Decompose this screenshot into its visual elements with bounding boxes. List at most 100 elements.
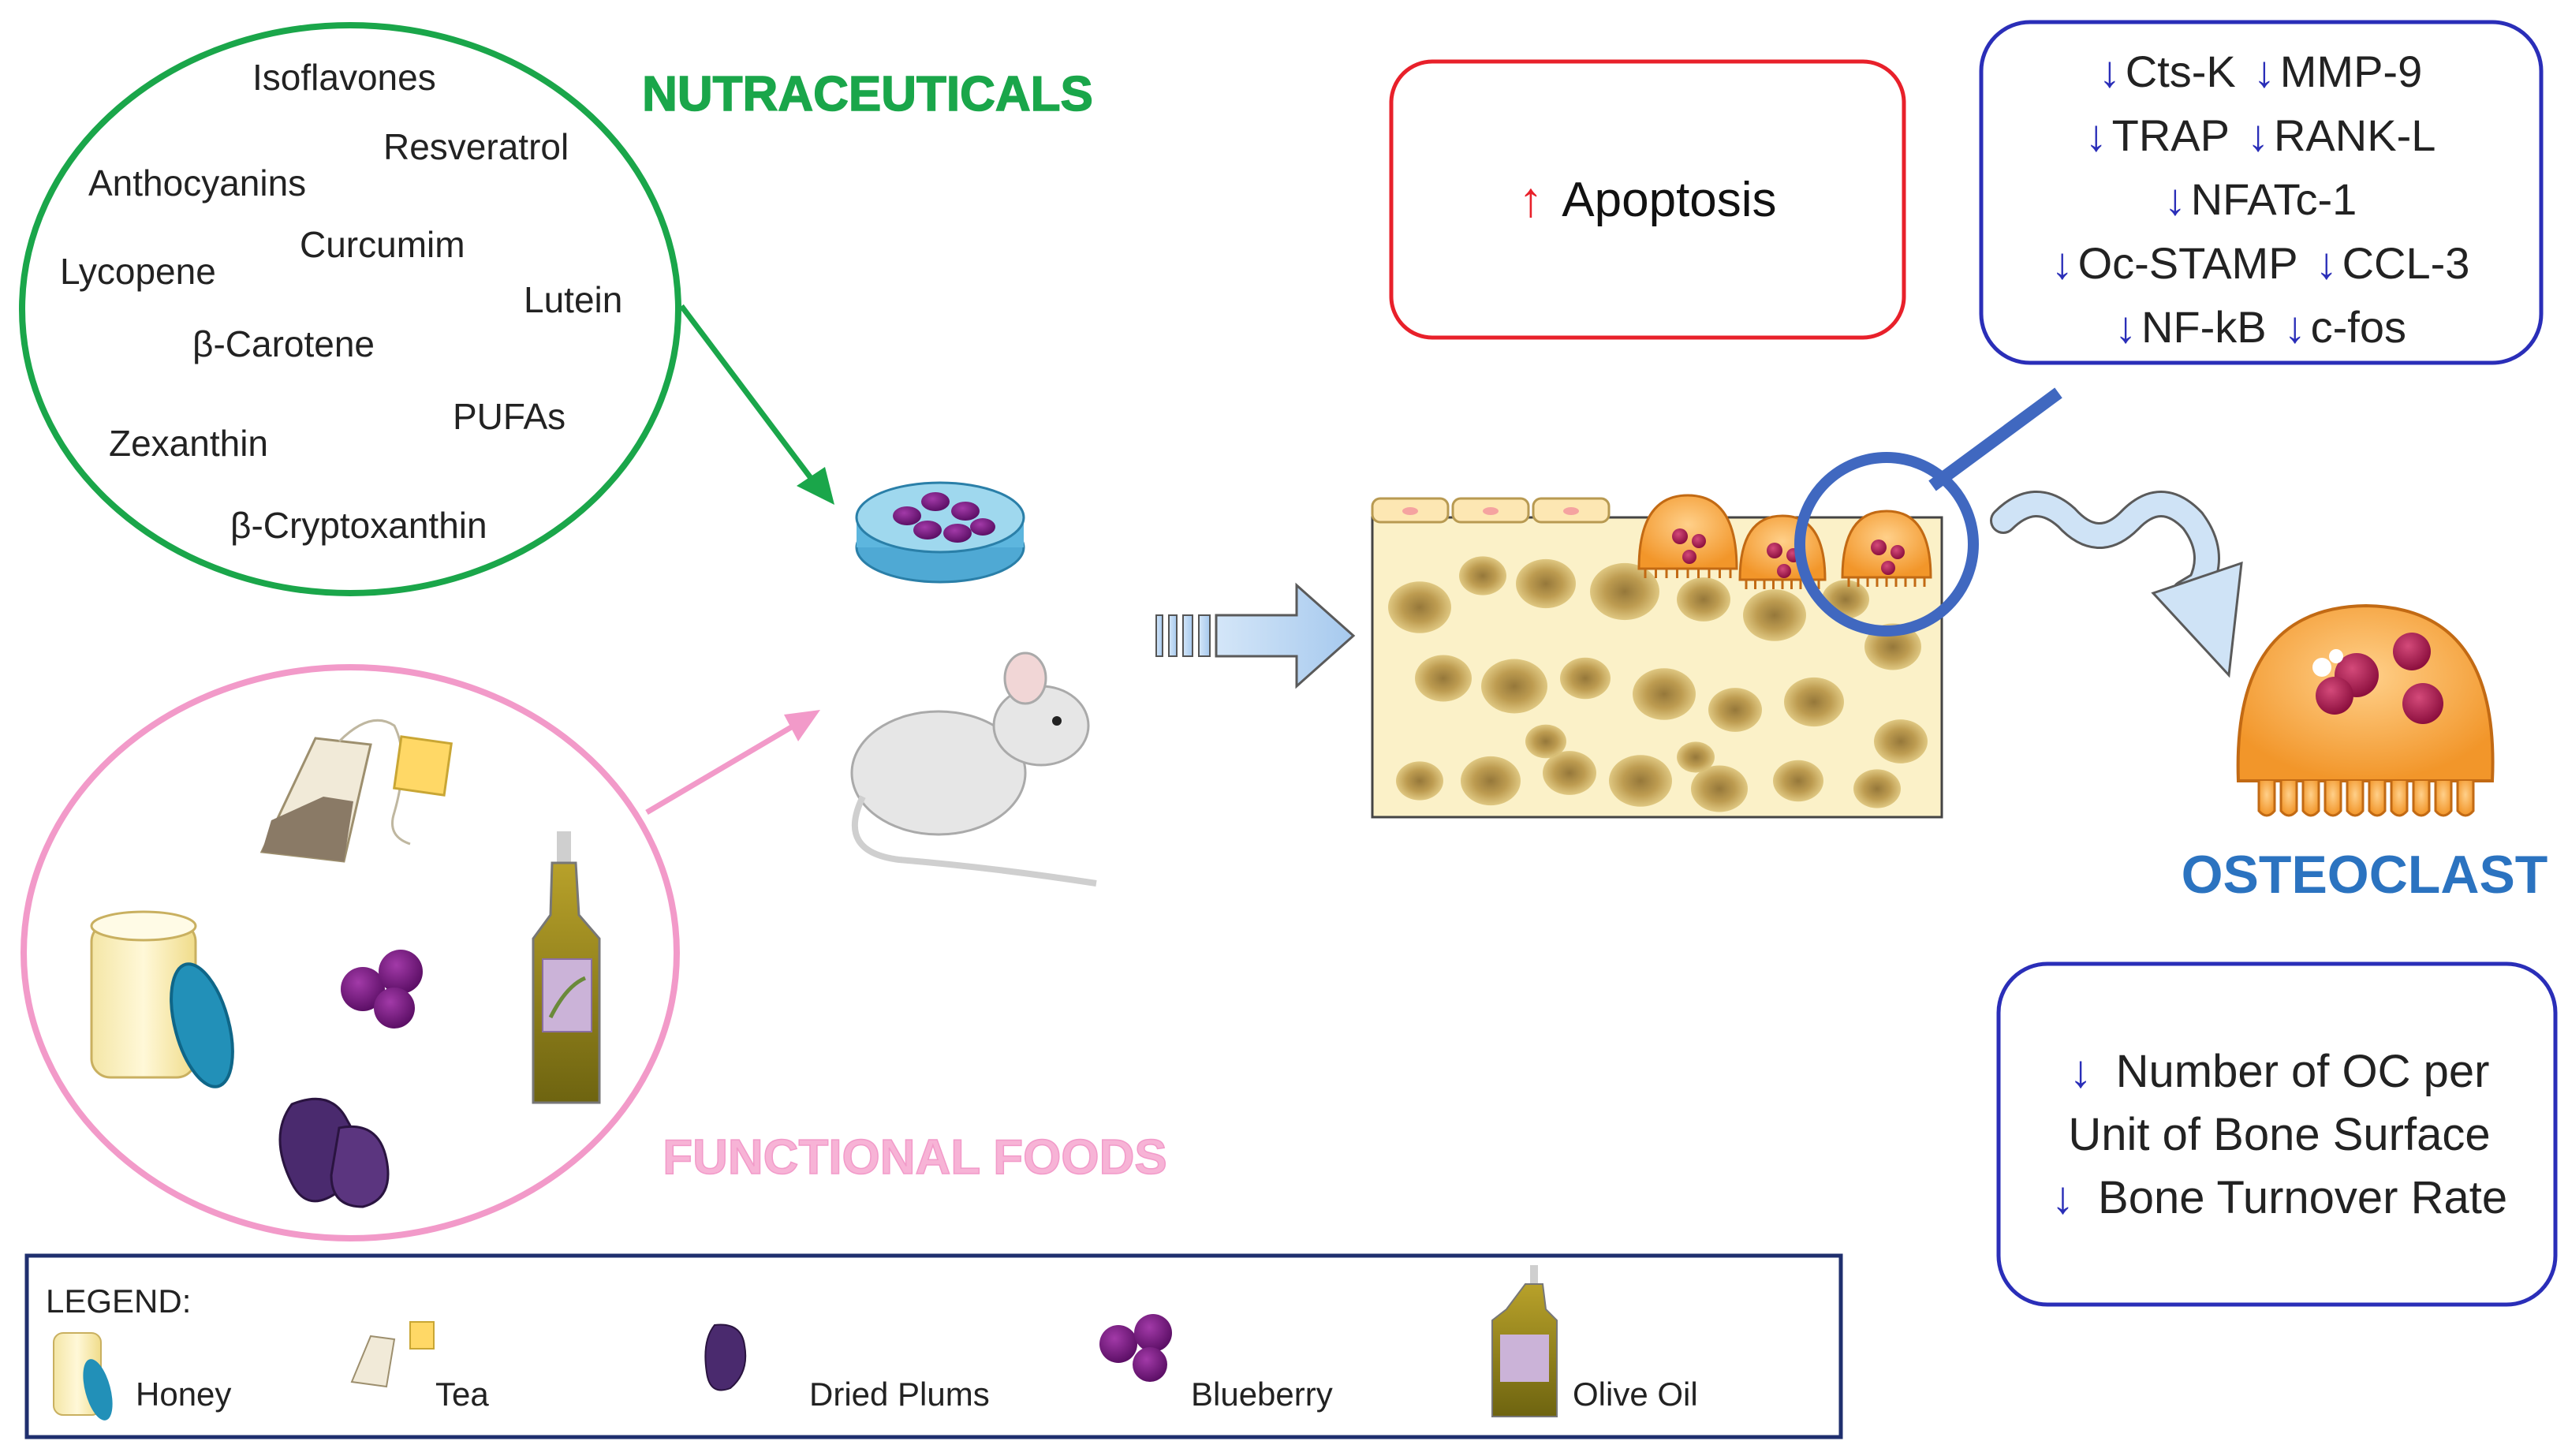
legend-honey-icon <box>53 1332 113 1421</box>
functional-foods-title: FUNCTIONAL FOODS <box>663 1130 1167 1185</box>
bone-lacuna <box>1560 657 1611 700</box>
nutraceutical-zexanthin: Zexanthin <box>109 423 268 464</box>
bone-lacuna <box>1853 769 1901 808</box>
nutraceutical-pufas: PUFAs <box>453 396 565 437</box>
osteoclast-villus <box>2412 781 2431 817</box>
bone-lacuna <box>1677 741 1715 773</box>
bone-lacuna <box>1543 751 1596 795</box>
marker-down-arrow: ↓ <box>2316 238 2338 288</box>
osteoclast-villus <box>2346 781 2365 817</box>
bone-lacuna <box>1525 724 1566 759</box>
nutraceuticals-arrowhead <box>797 467 834 505</box>
osteoclast-icon <box>2236 603 2495 817</box>
blueberry-icon <box>341 950 423 1029</box>
bone-lacuna <box>1609 755 1672 807</box>
outcome-line-1: Number of OC per <box>2116 1046 2490 1097</box>
osteoclast-villus <box>2434 781 2453 817</box>
marker-down-arrow: ↓ <box>2164 174 2186 224</box>
marker-down-arrow: ↓ <box>2099 47 2121 96</box>
nutraceutical-curcumim: Curcumim <box>300 224 465 265</box>
legend: LEGEND: Honey Tea Dried Plums Blueberry … <box>24 1253 1843 1439</box>
marker-row: ↓Cts-K↓MMP-9 <box>2099 47 2422 96</box>
functional-foods-arrowhead <box>784 710 820 741</box>
bone-lacuna <box>1874 719 1928 763</box>
bone-lacuna <box>1459 556 1506 595</box>
apoptosis-label: Apoptosis <box>1562 173 1776 227</box>
osteoclast-villus <box>2390 781 2409 817</box>
petri-dish-icon <box>855 481 1025 584</box>
marker-label: Oc-STAMP <box>2078 238 2298 288</box>
bone-lacuna <box>1461 756 1521 806</box>
functional-foods-arrow <box>645 721 798 816</box>
osteoclast-villus <box>2368 781 2387 817</box>
svg-text:↑ Apoptosis: ↑ Apoptosis <box>1518 173 1776 227</box>
dried-plums-icon <box>278 1097 390 1208</box>
nutraceutical-lutein: Lutein <box>524 279 622 320</box>
svg-text:↓ Bone Turnover Rate: ↓ Bone Turnover Rate <box>2051 1172 2507 1223</box>
nutraceuticals-circle <box>19 22 681 596</box>
osteoclast-label: OSTEOCLAST <box>2182 845 2548 905</box>
bone-lacuna <box>1691 765 1748 812</box>
outcome-arrow-1: ↓ <box>2070 1046 2092 1097</box>
apoptosis-box: ↑ Apoptosis <box>1389 59 1906 340</box>
marker-down-arrow: ↓ <box>2253 47 2275 96</box>
marker-row: ↓NF-kB↓c-fos <box>2114 302 2406 352</box>
svg-text:↓ Number of OC per: ↓ Number of OC per <box>2070 1046 2490 1097</box>
functional-foods-circle <box>21 664 680 1241</box>
legend-dried-plums-icon <box>704 1323 747 1391</box>
legend-tea-label: Tea <box>435 1376 489 1413</box>
tea-bag-icon <box>259 719 453 863</box>
bone-lacuna <box>1590 562 1659 621</box>
marker-row: ↓NFATc-1 <box>2164 174 2357 224</box>
block-arrow-icon <box>1155 582 1356 689</box>
marker-label: MMP-9 <box>2280 47 2422 96</box>
outcomes-box: ↓ Number of OC per Unit of Bone Surface … <box>1996 961 2558 1307</box>
marker-label: RANK-L <box>2274 110 2435 160</box>
apoptosis-up-arrow: ↑ <box>1518 173 1543 227</box>
mouse-icon <box>850 651 1097 887</box>
marker-label: Cts-K <box>2126 47 2236 96</box>
bone-lacuna <box>1677 577 1730 622</box>
legend-honey-label: Honey <box>136 1376 231 1413</box>
marker-label: NF-kB <box>2141 302 2267 352</box>
outcome-line-3: Bone Turnover Rate <box>2098 1172 2507 1223</box>
osteoclast-villus <box>2301 781 2320 817</box>
wavy-arrow-icon <box>1990 490 2243 678</box>
osteoclast-villus <box>2324 781 2342 817</box>
legend-blueberry-icon <box>1099 1314 1172 1382</box>
bone-lacuna <box>1415 655 1472 702</box>
legend-dried-plums-label: Dried Plums <box>809 1376 990 1413</box>
bone-tissue-icon <box>1371 494 1943 819</box>
nutraceuticals-group: NUTRACEUTICALS Isoflavones Resveratrol A… <box>19 22 1094 596</box>
legend-tea-icon <box>350 1321 435 1388</box>
olive-oil-bottle-icon <box>532 831 601 1104</box>
markers-box: ↓Cts-K↓MMP-9↓TRAP↓RANK-L↓NFATc-1↓Oc-STAM… <box>1979 20 2544 365</box>
magnifier-icon <box>1794 387 2062 637</box>
nutraceuticals-title: NUTRACEUTICALS <box>642 67 1093 121</box>
nutraceutical-beta-carotene: β-Carotene <box>192 323 375 364</box>
bone-lacuna <box>1708 688 1762 732</box>
marker-down-arrow: ↓ <box>2247 110 2269 160</box>
bone-osteoclast <box>1841 510 1932 587</box>
marker-down-arrow: ↓ <box>2085 110 2107 160</box>
bone-osteoclast <box>1637 494 1738 578</box>
bone-lacuna <box>1784 677 1844 727</box>
marker-label: TRAP <box>2112 110 2230 160</box>
bone-lacuna <box>1396 761 1443 801</box>
osteoclast-villus <box>2257 781 2276 817</box>
marker-label: CCL-3 <box>2342 238 2470 288</box>
marker-down-arrow: ↓ <box>2284 302 2306 352</box>
nutraceutical-beta-cryptoxanthin: β-Cryptoxanthin <box>230 505 487 546</box>
legend-olive-oil-icon <box>1491 1265 1558 1417</box>
bone-lacuna <box>1633 668 1696 720</box>
bone-lacuna <box>1481 659 1547 714</box>
marker-row: ↓TRAP↓RANK-L <box>2085 110 2436 160</box>
nutraceutical-lycopene: Lycopene <box>60 251 216 292</box>
functional-foods-group: FUNCTIONAL FOODS <box>21 664 1168 1241</box>
legend-blueberry-label: Blueberry <box>1191 1376 1333 1413</box>
honey-jar-icon <box>90 910 234 1088</box>
legend-title: LEGEND: <box>46 1282 191 1320</box>
osteoclast-villus <box>2456 781 2475 817</box>
bone-lacuna <box>1388 581 1451 633</box>
nutraceutical-anthocyanins: Anthocyanins <box>88 162 306 203</box>
